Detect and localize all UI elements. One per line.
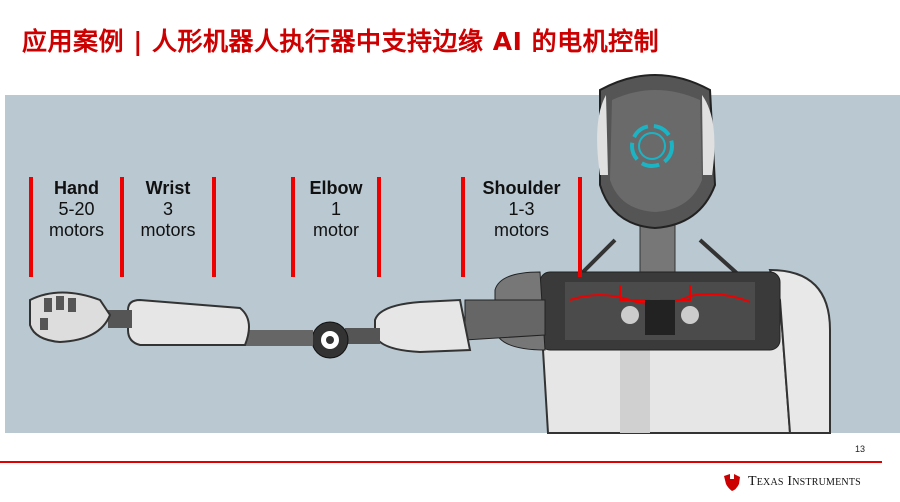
brand-name: Texas Instruments — [748, 474, 861, 489]
segment-marker — [291, 177, 295, 277]
label-unit: motors — [48, 220, 104, 240]
slide-title: 应用案例 | 人形机器人执行器中支持边缘 AI 的电机控制 — [22, 27, 660, 56]
label-hand: Hand 5-20 motors — [33, 178, 120, 241]
ti-logo: Texas Instruments — [722, 472, 861, 492]
label-unit: motors — [140, 220, 196, 240]
segment-marker — [29, 177, 33, 277]
label-shoulder: Shoulder 1-3 motors — [465, 178, 578, 241]
label-name: Hand — [54, 178, 99, 198]
label-unit: motors — [493, 220, 549, 240]
label-count: 1 — [330, 199, 341, 219]
footer-divider — [0, 461, 882, 463]
segment-marker — [377, 177, 381, 277]
segment-marker — [212, 177, 216, 277]
label-name: Wrist — [145, 178, 191, 198]
page-number: 13 — [855, 444, 866, 454]
ti-logo-icon — [724, 474, 740, 491]
label-unit: motor — [312, 220, 359, 240]
label-count: 5-20 — [58, 199, 95, 219]
label-wrist: Wrist 3 motors — [124, 178, 212, 241]
label-name: Shoulder — [482, 178, 561, 198]
label-elbow: Elbow 1 motor — [295, 178, 377, 241]
segment-marker — [120, 177, 124, 277]
segment-marker — [461, 177, 465, 277]
segment-marker — [578, 177, 582, 277]
label-count: 1-3 — [508, 199, 535, 219]
label-name: Elbow — [309, 178, 363, 198]
label-count: 3 — [162, 199, 173, 219]
